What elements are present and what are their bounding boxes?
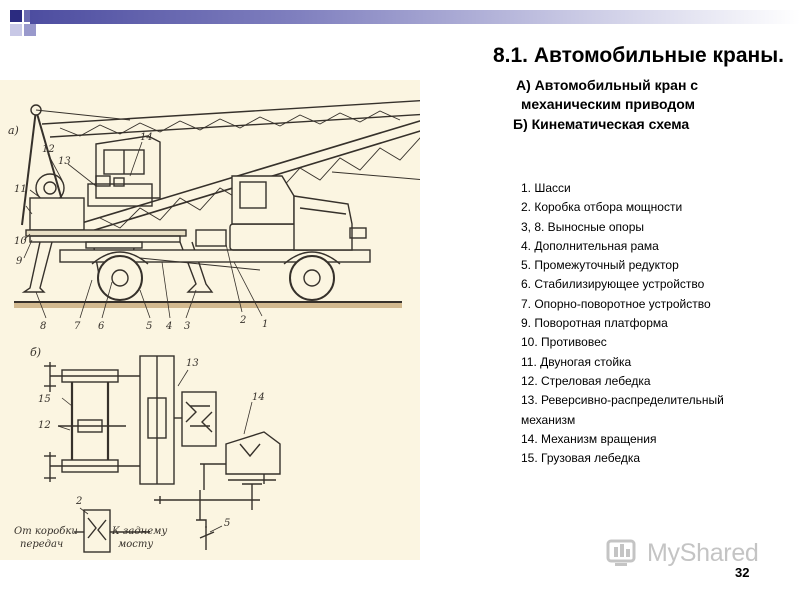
drawing-paper (0, 80, 420, 560)
page-number: 32 (735, 565, 750, 580)
crane-boom (41, 99, 420, 233)
callout-b-13: 13 (186, 358, 199, 369)
kinematic-slew-drive (200, 431, 281, 510)
callout-a-8: 8 (40, 321, 46, 332)
callout-b-14: 14 (252, 392, 265, 403)
slide-title: 8.1. Автомобильные краны. (492, 44, 784, 67)
callout-leaders-a (23, 141, 263, 319)
callout-b-12: 12 (38, 420, 51, 431)
corner-square-dark (10, 10, 22, 22)
callout-b-2: 2 (75, 496, 82, 507)
legend-item: 2. Коробка отбора мощности (521, 200, 683, 215)
callout-b-15: 15 (38, 394, 51, 405)
legend-item: 13. Реверсивно-распределительный механиз… (521, 393, 724, 427)
kinematic-gearbox (139, 355, 217, 485)
callout-a-9: 9 (16, 256, 23, 267)
legend-item: 9. Поворотная платформа (521, 316, 668, 331)
callout-a-13: 13 (58, 156, 71, 167)
kinematic-input-shaft (154, 490, 260, 550)
legend-item: 12. Стреловая лебедка (521, 373, 651, 388)
callout-b-5: 5 (224, 518, 230, 529)
callout-a-14: 14 (140, 132, 153, 143)
callout-leaders-b (57, 369, 253, 533)
callout-a-2: 2 (239, 315, 246, 326)
drawing-a-label: а) (8, 124, 19, 137)
legend-item: 10. Противовес (521, 335, 607, 350)
legend-item: 3, 8. Выносные опоры (521, 219, 645, 234)
component-legend: 1. Шасси 2. Коробка отбора мощности 3, 8… (521, 179, 771, 468)
legend-item: 1. Шасси (521, 181, 571, 195)
subtitle-b: Б) Кинематическая схема (513, 116, 690, 132)
drawing-b-label: б) (30, 346, 41, 359)
legend-item: 6. Стабилизирующее устройство (521, 277, 705, 292)
legend-item: 4. Дополнительная рама (521, 238, 659, 253)
callout-a-7: 7 (74, 321, 81, 332)
text-to-rear-axle-line1: К заднему (111, 526, 167, 537)
text-from-gearbox-line2: передач (20, 539, 63, 550)
callout-a-12: 12 (42, 144, 55, 155)
truck-chassis (59, 175, 371, 263)
subtitle-a-line2: механическим приводом (521, 96, 695, 112)
subtitle-a-line1: А) Автомобильный кран с (516, 77, 699, 93)
kinematic-pto-box (74, 509, 150, 553)
crane-cabin (95, 135, 161, 199)
legend-item: 15. Грузовая лебедка (521, 451, 641, 466)
legend-item: 11. Двуногая стойка (521, 354, 632, 369)
callout-a-5: 5 (146, 321, 152, 332)
myshared-watermark: MyShared (605, 533, 775, 573)
crane-technical-drawing: а) (0, 80, 420, 560)
callout-a-1: 1 (262, 319, 268, 330)
text-from-gearbox-line1: От коробки (14, 526, 78, 537)
ground-line (14, 301, 402, 308)
hook-block (331, 171, 420, 180)
watermark-text: MyShared (647, 539, 759, 567)
legend-item: 14. Механизм вращения (521, 431, 657, 446)
header-gradient-bar (30, 10, 800, 24)
winch-group (29, 173, 153, 231)
callout-a-11: 11 (14, 184, 27, 195)
truck-wheels (91, 251, 341, 301)
legend-item: 7. Опорно-поворотное устройство (521, 296, 711, 311)
callout-a-6: 6 (98, 321, 105, 332)
callout-a-3: 3 (184, 321, 190, 332)
callout-a-10: 10 (14, 236, 27, 247)
text-to-rear-axle-line2: мосту (118, 539, 153, 550)
callout-a-4: 4 (165, 321, 172, 332)
legend-item: 5. Промежуточный редуктор (521, 258, 679, 273)
cardan-shaft (139, 257, 261, 271)
corner-square-pale (10, 24, 22, 36)
corner-square-light (24, 24, 36, 36)
myshared-logo-icon (606, 539, 636, 566)
